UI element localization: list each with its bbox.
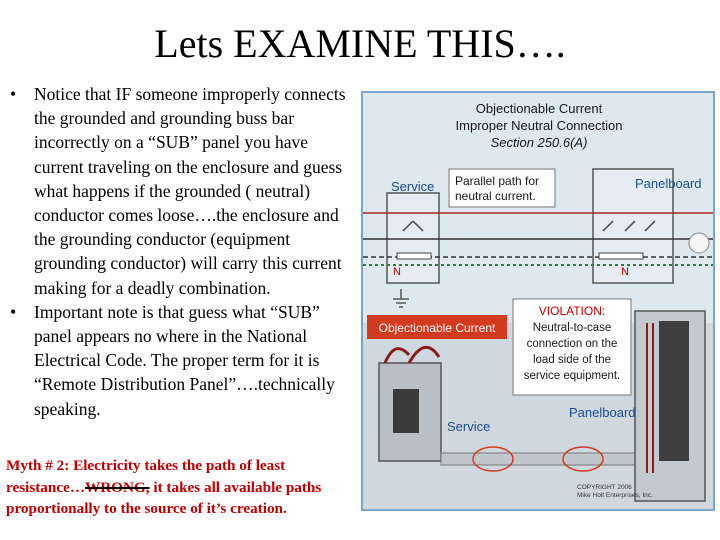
service-neutral-bar bbox=[396, 252, 432, 260]
service-meter-breaker bbox=[393, 389, 419, 433]
service-red-cables bbox=[383, 346, 441, 364]
photo-panelboard-label: Panelboard bbox=[569, 405, 636, 420]
photo-service-label: Service bbox=[447, 419, 490, 434]
panelboard-red-wires bbox=[646, 323, 654, 473]
n-label-left: N bbox=[393, 266, 401, 278]
bullet-item-2: Important note is that guess what “SUB” … bbox=[8, 300, 360, 421]
violation-line-3: load side of the bbox=[533, 354, 611, 366]
service-breaker-symbol bbox=[402, 220, 424, 232]
current-path-marker-1 bbox=[472, 446, 514, 472]
light-bulb-icon bbox=[688, 232, 710, 254]
current-path-marker-2 bbox=[562, 446, 604, 472]
violation-line-2: connection on the bbox=[527, 338, 618, 350]
wiring-diagram-svg: Objectionable Current Improper Neutral C… bbox=[363, 93, 713, 509]
objectionable-current-label: Objectionable Current bbox=[379, 321, 496, 335]
myth-text-before: Myth # 2: Electricity takes the path of … bbox=[6, 457, 286, 496]
violation-callout bbox=[512, 298, 632, 396]
objectionable-current-banner bbox=[367, 315, 507, 339]
parallel-path-line-1: Parallel path for bbox=[455, 174, 539, 188]
panelboard-label: Panelboard bbox=[635, 176, 702, 191]
violation-line-1: Neutral-to-case bbox=[533, 322, 612, 334]
copyright-line-2: Mike Holt Enterprises, Inc. bbox=[577, 492, 653, 499]
parallel-path-line-2: neutral current. bbox=[455, 189, 536, 203]
n-label-right: N bbox=[621, 266, 629, 278]
diagram-heading-line-3: Section 250.6(A) bbox=[491, 135, 588, 150]
violation-line-4: service equipment. bbox=[524, 370, 621, 382]
diagram-heading-line-2: Improper Neutral Connection bbox=[456, 118, 623, 133]
panelboard-neutral-bar bbox=[598, 252, 644, 260]
copyright-line-1: COPYRIGHT 2006 bbox=[577, 484, 632, 491]
conduit-pipe bbox=[440, 452, 642, 466]
panel-breaker-symbol bbox=[602, 220, 656, 232]
slide-title: Lets EXAMINE THIS…. bbox=[154, 21, 566, 66]
service-enclosure bbox=[386, 192, 440, 284]
bullet-item-1: Notice that IF someone improperly connec… bbox=[8, 82, 360, 300]
violation-heading: VIOLATION: bbox=[539, 304, 605, 318]
service-label: Service bbox=[391, 179, 434, 194]
bullet-list: Notice that IF someone improperly connec… bbox=[8, 82, 360, 421]
ground-symbol bbox=[393, 289, 409, 308]
panelboard-breaker-column bbox=[659, 321, 689, 461]
diagram-heading-line-1: Objectionable Current bbox=[476, 101, 603, 116]
myth-note: Myth # 2: Electricity takes the path of … bbox=[6, 455, 356, 520]
parallel-path-callout bbox=[448, 168, 556, 208]
wiring-diagram-figure: Objectionable Current Improper Neutral C… bbox=[361, 91, 715, 511]
myth-text-after: it takes all available paths proportiona… bbox=[6, 478, 322, 518]
myth-struck-word: WRONG, bbox=[85, 478, 150, 496]
